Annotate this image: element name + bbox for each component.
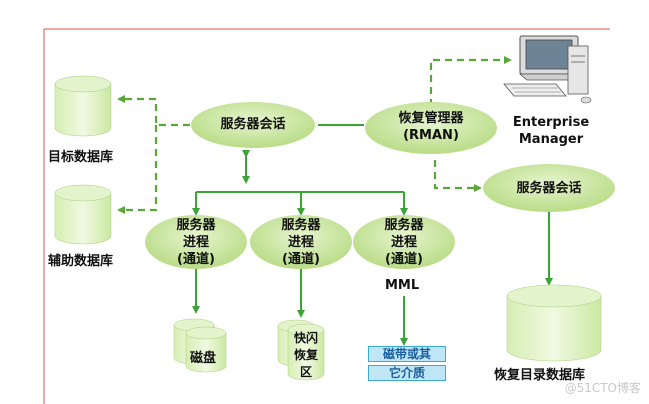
server-session-right-ellipse[interactable] xyxy=(483,164,615,212)
frame-lines xyxy=(43,28,610,404)
disk-icon[interactable] xyxy=(173,318,227,373)
server-session-right-label: 服务器会话 xyxy=(516,181,582,196)
proc1-line2: 进程 xyxy=(182,235,209,250)
server-session-top-label: 服务器会话 xyxy=(220,117,286,132)
rman-label-line2: (RMAN) xyxy=(403,128,459,143)
proc2-line1: 服务器 xyxy=(281,218,321,233)
dashed-connectors xyxy=(117,56,512,214)
proc3-line3: (通道) xyxy=(385,252,423,267)
enterprise-manager-label: Enterprise Manager xyxy=(506,114,596,148)
computer-icon[interactable] xyxy=(503,35,592,104)
solid-connectors xyxy=(192,124,553,346)
server-process-3-ellipse[interactable] xyxy=(353,215,455,269)
watermark: @51CTO博客 xyxy=(564,381,641,395)
mml-label: MML xyxy=(385,278,420,293)
enterprise-label-line2: Manager xyxy=(518,132,584,147)
rman-ellipse[interactable] xyxy=(365,102,497,154)
server-process-3-label: 服务器 进程 (通道) xyxy=(353,217,455,268)
disk-label: 磁盘 xyxy=(190,351,217,366)
server-session-top-ellipse[interactable] xyxy=(191,102,315,148)
fra-line1: 快闪 xyxy=(293,331,318,345)
auxiliary-database-icon[interactable] xyxy=(54,184,112,245)
rman-label-line1: 恢复管理器 xyxy=(398,111,464,126)
proc2-line3: (通道) xyxy=(282,252,320,267)
catalog-database-label: 恢复目录数据库 xyxy=(494,368,586,383)
proc1-line3: (通道) xyxy=(177,252,215,267)
flash-recovery-area-icon[interactable] xyxy=(277,319,325,381)
fra-line3: 区 xyxy=(299,365,312,379)
fra-line2: 恢复 xyxy=(293,348,318,362)
server-process-2-label: 服务器 进程 (通道) xyxy=(250,217,352,268)
server-process-2-ellipse[interactable] xyxy=(250,215,352,269)
tape-media-box-2[interactable]: 它介质 xyxy=(368,365,446,381)
proc3-line2: 进程 xyxy=(390,235,417,250)
tape-media-box-1[interactable]: 磁带或其 xyxy=(368,346,446,362)
rman-label: 恢复管理器 (RMAN) xyxy=(365,110,497,144)
catalog-database-icon[interactable] xyxy=(506,284,602,362)
proc2-line2: 进程 xyxy=(287,235,314,250)
auxiliary-database-label: 辅助数据库 xyxy=(48,254,114,269)
enterprise-label-line1: Enterprise xyxy=(512,115,590,130)
server-process-1-ellipse[interactable] xyxy=(145,215,247,269)
target-database-icon[interactable] xyxy=(54,75,112,137)
target-database-label: 目标数据库 xyxy=(48,150,114,165)
flash-recovery-area-label: 快闪 恢复 区 xyxy=(288,330,324,381)
proc1-line1: 服务器 xyxy=(176,218,216,233)
proc3-line1: 服务器 xyxy=(384,218,424,233)
server-process-1-label: 服务器 进程 (通道) xyxy=(145,217,247,268)
